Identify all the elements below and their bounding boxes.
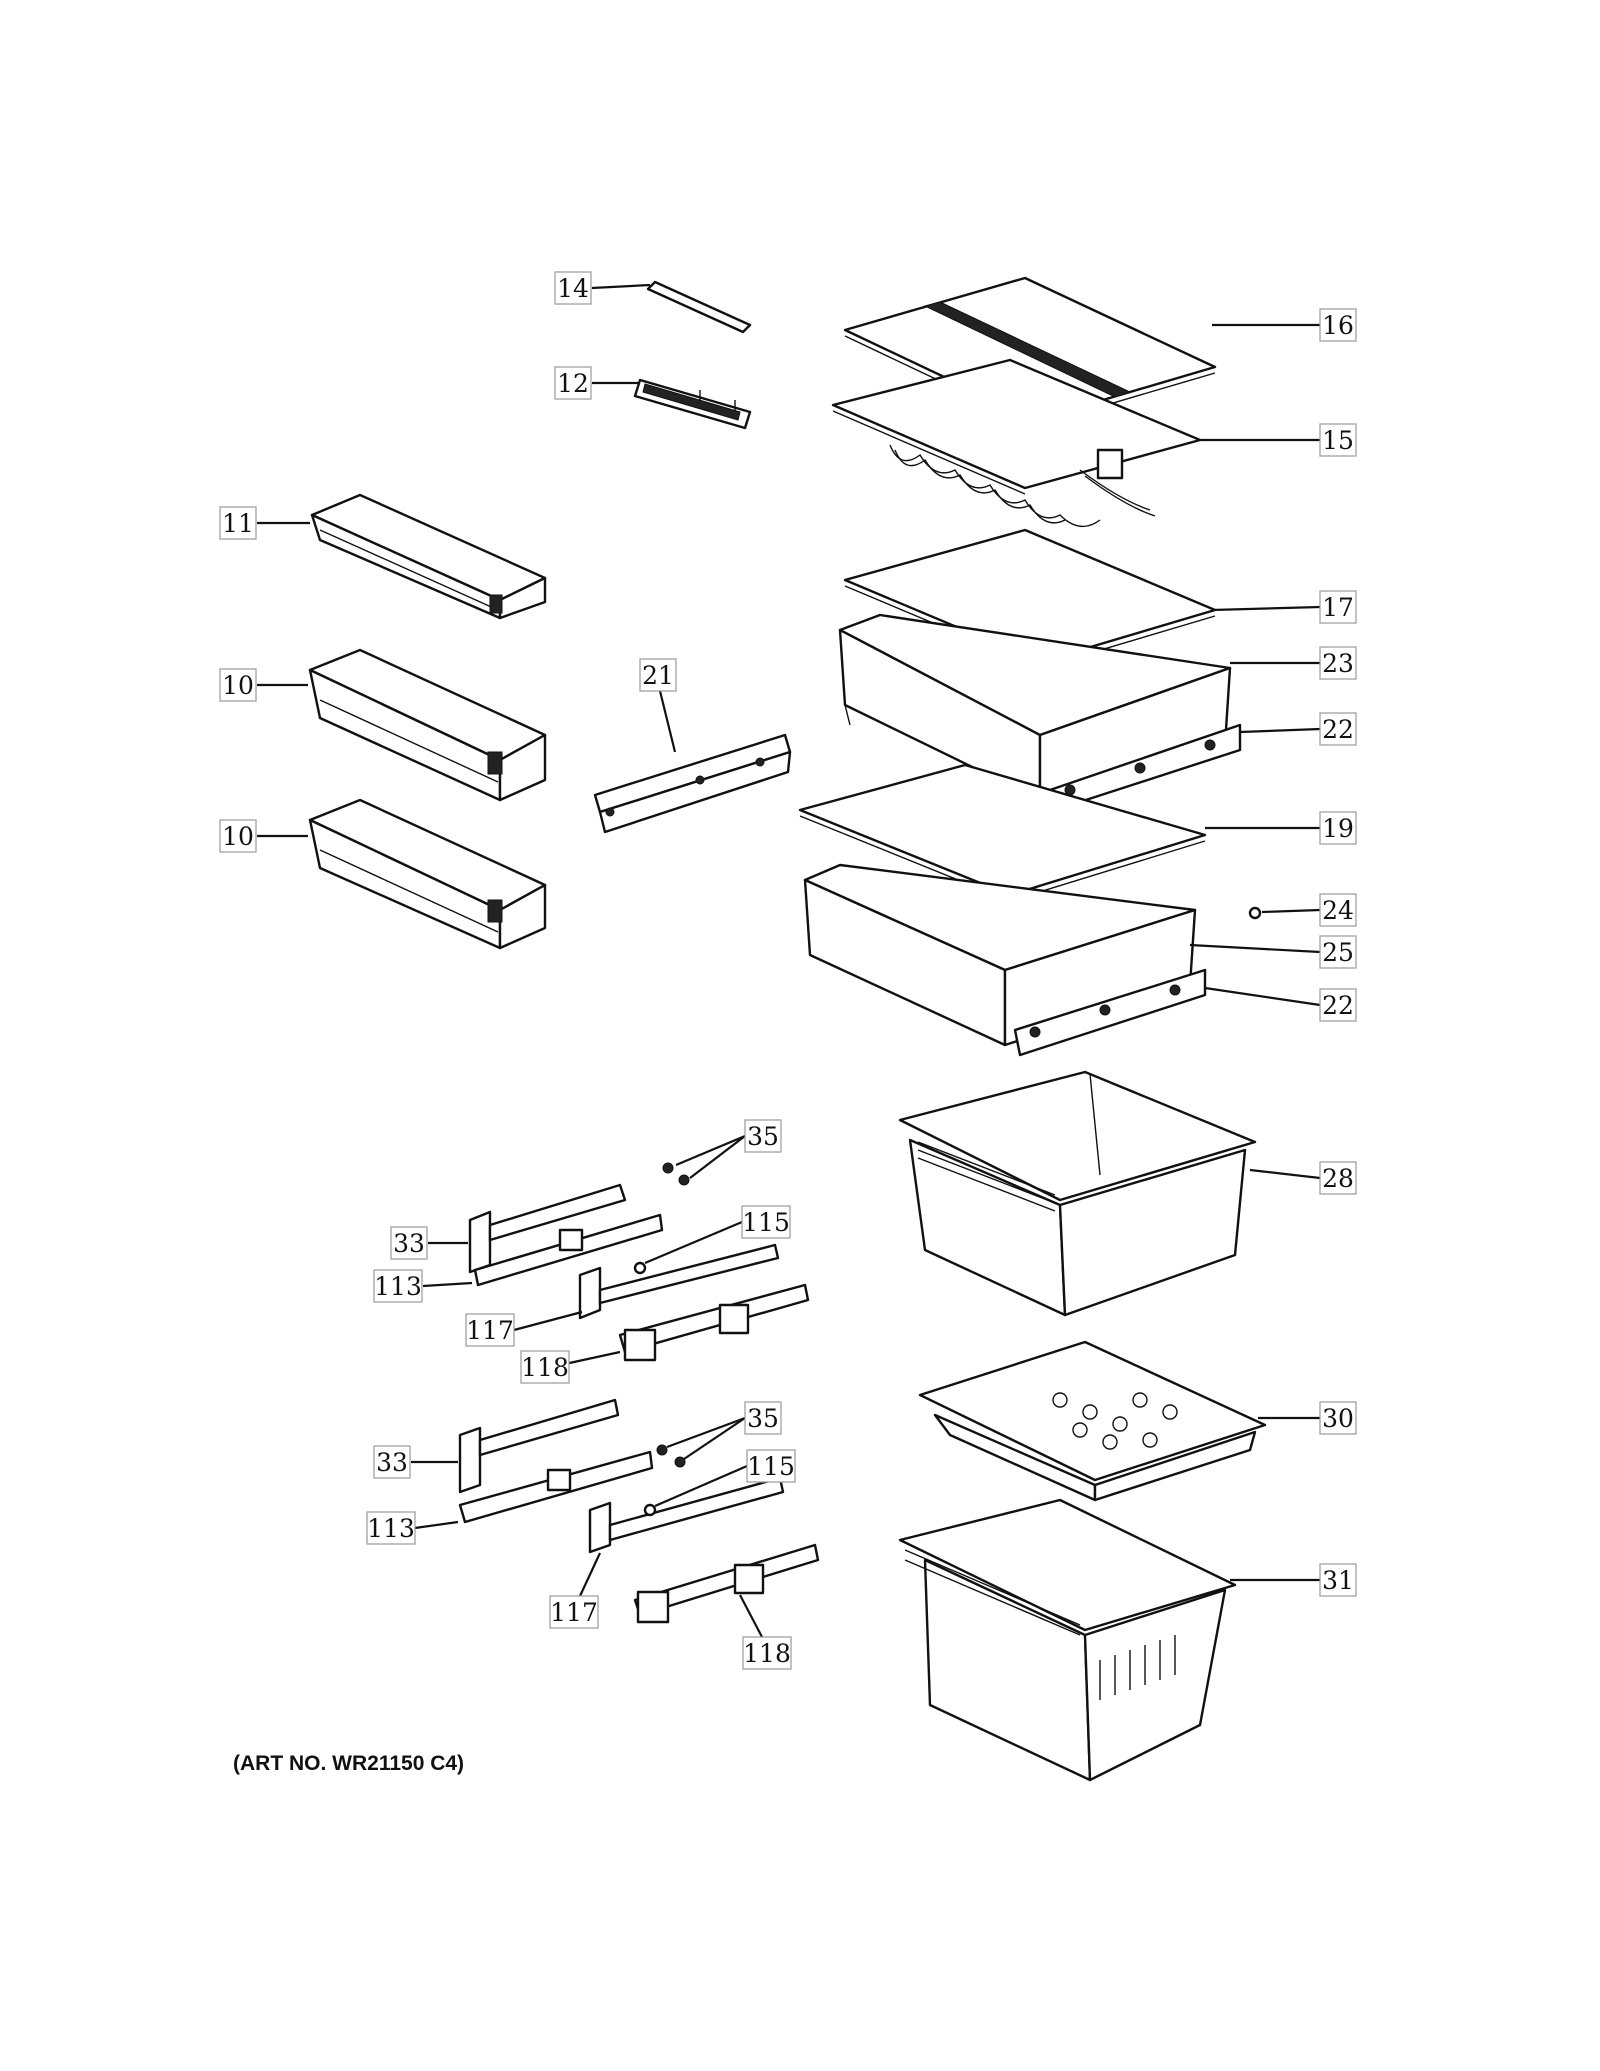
callout-12: 12 [554, 366, 592, 400]
svg-text:115: 115 [742, 1208, 790, 1237]
svg-text:19: 19 [1322, 814, 1354, 843]
part-30-basket-tray [918, 1340, 1267, 1502]
part-10-door-bin-lower [308, 798, 547, 950]
callout-22-lower: 22 [1319, 988, 1357, 1022]
part-12-cover [633, 378, 752, 430]
callout-10-upper: 10 [219, 668, 257, 702]
callout-15: 15 [1319, 423, 1357, 457]
svg-text:31: 31 [1322, 1566, 1354, 1595]
svg-text:33: 33 [393, 1229, 425, 1258]
callout-17: 17 [1319, 590, 1357, 624]
part-35-screws-lower [656, 1444, 686, 1468]
part-25-drawer-lower [803, 863, 1207, 1057]
part-28-freezer-bin [898, 1070, 1257, 1317]
svg-text:117: 117 [466, 1316, 514, 1345]
callout-23: 23 [1319, 646, 1357, 680]
callout-113-lower: 113 [366, 1511, 416, 1545]
callout-118-lower: 118 [742, 1636, 792, 1670]
svg-text:118: 118 [521, 1353, 569, 1382]
callout-115-lower: 115 [746, 1449, 796, 1483]
part-118-slide-lower [633, 1543, 820, 1624]
part-113-slide-upper [473, 1213, 664, 1287]
callout-30: 30 [1319, 1401, 1357, 1435]
part-15-wire-shelf [831, 358, 1202, 528]
svg-text:12: 12 [557, 369, 589, 398]
svg-text:25: 25 [1322, 938, 1354, 967]
callout-113-upper: 113 [373, 1269, 423, 1303]
svg-text:10: 10 [222, 671, 254, 700]
svg-text:11: 11 [222, 509, 254, 538]
svg-text:10: 10 [222, 822, 254, 851]
svg-text:28: 28 [1322, 1164, 1354, 1193]
part-33-bracket-lower [458, 1398, 620, 1494]
part-115-fastener-lower [643, 1503, 657, 1517]
callout-25: 25 [1319, 935, 1357, 969]
callout-16: 16 [1319, 308, 1357, 342]
callout-31: 31 [1319, 1563, 1357, 1597]
callout-11: 11 [219, 506, 257, 540]
svg-text:35: 35 [747, 1404, 779, 1433]
callout-118-upper: 118 [520, 1350, 570, 1384]
part-14-trim-strip [646, 280, 752, 334]
callout-19: 19 [1319, 811, 1357, 845]
callout-14: 14 [554, 271, 592, 305]
callout-35-lower: 35 [744, 1401, 782, 1435]
part-10-door-bin-upper [308, 648, 547, 802]
svg-text:30: 30 [1322, 1404, 1354, 1433]
part-118-slide-upper [618, 1283, 810, 1362]
svg-text:113: 113 [367, 1514, 415, 1543]
callout-22-upper: 22 [1319, 712, 1357, 746]
callout-28: 28 [1319, 1161, 1357, 1195]
svg-text:33: 33 [376, 1448, 408, 1477]
part-113-slide-lower [458, 1450, 654, 1524]
svg-text:23: 23 [1322, 649, 1354, 678]
part-33-bracket-upper [468, 1183, 627, 1274]
callout-10-lower: 10 [219, 819, 257, 853]
part-115-fastener-upper [633, 1261, 647, 1275]
svg-text:35: 35 [747, 1122, 779, 1151]
callout-21: 21 [639, 658, 677, 692]
svg-text:24: 24 [1322, 896, 1354, 925]
part-23-drawer-upper [838, 613, 1242, 812]
part-31-deep-basket [898, 1498, 1237, 1782]
svg-text:21: 21 [642, 661, 674, 690]
part-35-screws-upper [662, 1162, 690, 1186]
callout-33-upper: 33 [390, 1226, 428, 1260]
svg-text:115: 115 [747, 1452, 795, 1481]
svg-text:22: 22 [1322, 715, 1354, 744]
svg-text:14: 14 [557, 274, 589, 303]
callout-33-lower: 33 [373, 1445, 411, 1479]
callout-35-upper: 35 [744, 1119, 782, 1153]
part-11-door-bin [310, 493, 547, 620]
part-117-rail-lower [588, 1476, 785, 1554]
svg-text:22: 22 [1322, 991, 1354, 1020]
part-21-rail [593, 733, 792, 834]
callout-117-upper: 117 [465, 1313, 515, 1347]
callout-115-upper: 115 [741, 1205, 791, 1239]
svg-text:113: 113 [374, 1272, 422, 1301]
svg-text:17: 17 [1322, 593, 1354, 622]
callout-24: 24 [1319, 893, 1357, 927]
svg-text:16: 16 [1322, 311, 1354, 340]
callout-117-lower: 117 [549, 1595, 599, 1629]
part-117-rail-upper [578, 1243, 780, 1320]
art-number: (ART NO. WR21150 C4) [233, 1752, 465, 1775]
svg-text:117: 117 [550, 1598, 598, 1627]
svg-text:118: 118 [743, 1639, 791, 1668]
part-24-clip [1248, 906, 1262, 920]
svg-text:15: 15 [1322, 426, 1354, 455]
